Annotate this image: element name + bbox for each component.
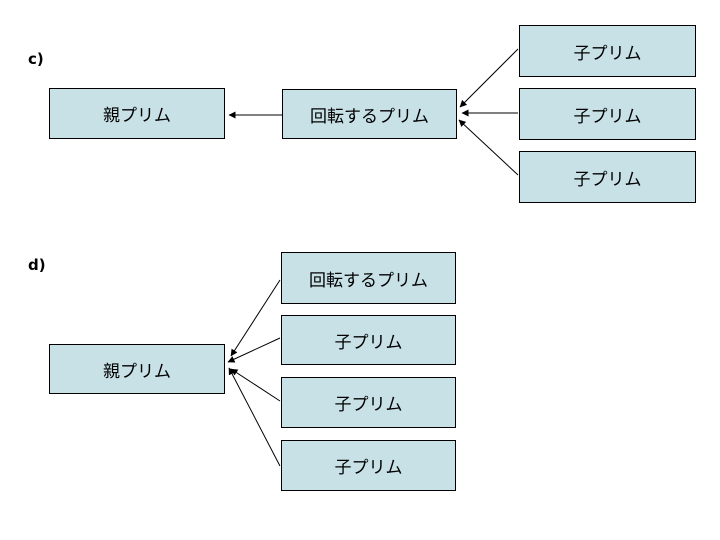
box-rotating-prim-d: 回転するプリム [281,252,456,304]
arrow-c-child3-to-rotating [458,119,519,176]
box-rotating-prim-d-label: 回転するプリム [309,270,428,291]
arrow-c-child1-to-rotating [459,48,519,108]
arrow-d-child1-to-parent [227,337,281,363]
box-child-prim-d-1-label: 子プリム [334,332,403,353]
box-child-prim-d-3-label: 子プリム [334,458,403,478]
box-child-prim-c-3: 子プリム [519,151,696,203]
box-rotating-prim-c-label: 回転するプリム [310,106,429,127]
box-child-prim-d-1: 子プリム [281,315,456,365]
box-parent-prim-d: 親プリム [49,344,225,394]
arrow-d-child2-to-parent [230,368,281,402]
box-child-prim-c-1-label: 子プリム [573,43,642,64]
box-child-prim-c-3-label: 子プリム [573,169,642,190]
box-parent-prim-c: 親プリム [49,88,225,139]
section-d-label: d) [28,256,46,274]
box-rotating-prim-c: 回転するプリム [282,89,457,139]
section-c-label: c) [28,50,44,68]
box-child-prim-d-3: 子プリム [281,440,456,491]
box-child-prim-c-2-label: 子プリム [573,106,642,127]
box-child-prim-d-2-label: 子プリム [334,395,403,415]
box-child-prim-c-1: 子プリム [519,25,696,77]
arrow-d-child3-to-parent [228,367,281,467]
box-child-prim-c-2: 子プリム [519,88,696,140]
box-parent-prim-d-label: 親プリム [103,361,171,382]
box-parent-prim-c-label: 親プリム [103,106,171,126]
box-child-prim-d-2: 子プリム [281,377,456,428]
arrow-d-rotating-to-parent [230,279,281,357]
